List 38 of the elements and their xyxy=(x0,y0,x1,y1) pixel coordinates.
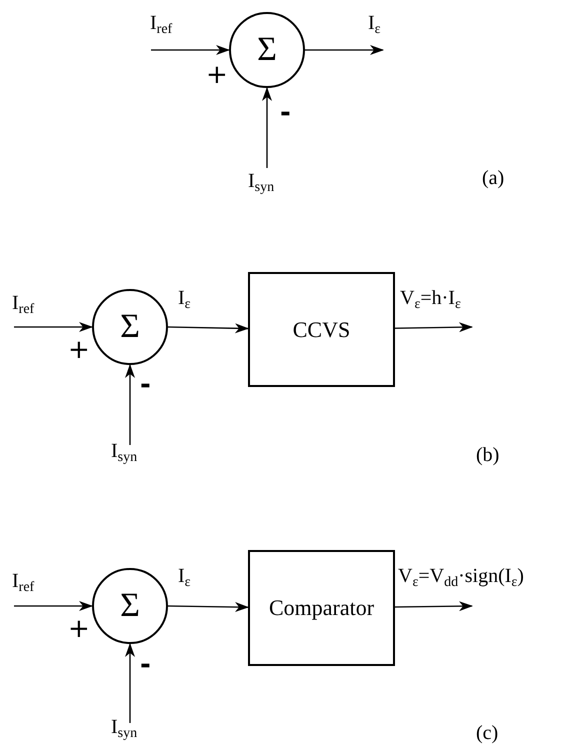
arrow xyxy=(168,323,249,334)
signal-label: I$_{ε}$ xyxy=(178,287,191,312)
sign-label: - xyxy=(280,100,291,126)
arrow xyxy=(151,45,230,55)
arrow xyxy=(395,601,473,612)
sign-label: + xyxy=(68,616,90,642)
signal-label: I$_{ref}$ xyxy=(150,12,172,38)
process-box xyxy=(248,272,395,387)
sum-symbol: Σ xyxy=(120,589,140,623)
process-box xyxy=(248,550,395,666)
signal-label: I$_{ε}$ xyxy=(368,12,381,38)
signal-label: V$_{ε}$=V$_{dd}$·sign(I$_{ε}$) xyxy=(398,565,524,590)
arrow xyxy=(262,87,272,168)
signal-label: I$_{ref}$ xyxy=(12,570,34,596)
signal-label: I$_{ε}$ xyxy=(178,565,191,590)
panel-label: (b) xyxy=(476,445,500,465)
arrow xyxy=(14,601,93,611)
block-label: Comparator xyxy=(268,597,374,619)
signal-label: V$_{ε}$=h·I$_{ε}$ xyxy=(400,287,461,312)
arrow xyxy=(394,322,473,332)
panel-label: (c) xyxy=(476,723,498,743)
sign-label: + xyxy=(68,337,90,363)
sum-symbol: Σ xyxy=(120,310,140,344)
arrow xyxy=(305,45,384,55)
signal-label: I$_{ref}$ xyxy=(12,292,34,318)
panel-label: (a) xyxy=(482,168,504,188)
arrow xyxy=(125,643,135,723)
block-label: CCVS xyxy=(292,318,350,340)
arrow xyxy=(14,322,93,332)
sign-label: - xyxy=(140,652,151,678)
signal-label: I$_{syn}$ xyxy=(111,440,138,466)
arrow xyxy=(168,602,249,612)
signal-label: I$_{syn}$ xyxy=(248,170,274,196)
sign-label: - xyxy=(140,372,151,398)
sum-symbol: Σ xyxy=(257,33,277,67)
sign-label: + xyxy=(206,62,228,88)
signal-label: I$_{syn}$ xyxy=(111,716,138,742)
arrow xyxy=(125,364,135,445)
